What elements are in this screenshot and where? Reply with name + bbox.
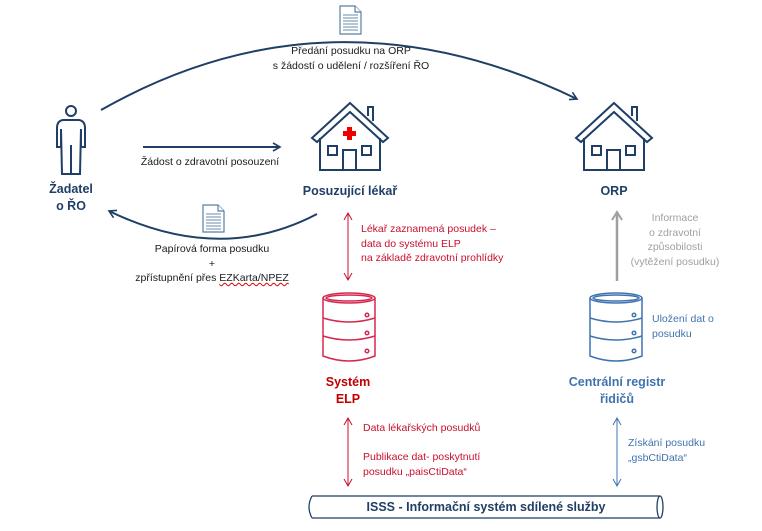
database-icon: [322, 292, 376, 362]
house-icon: [574, 101, 654, 171]
publish-data-label: Data lékařských posudků: [363, 422, 481, 434]
document-icon: [339, 5, 362, 35]
house-medical-icon: [310, 101, 390, 171]
obtain-label: Získání posudku„gsbCtiData“: [628, 437, 706, 464]
ezkarta-link: EZKarta/NPEZ: [219, 272, 289, 284]
paper-label: Papírová forma posudku+ zpřístupnění pře…: [135, 243, 289, 284]
database-icon: [589, 292, 643, 362]
paper-arrow: [107, 209, 318, 240]
request-label: Žádost o zdravotní posouzení: [140, 156, 280, 168]
record-label: Lékař zaznamená posudek –data do systému…: [361, 223, 504, 264]
doctor-label: Posuzující lékař: [302, 184, 398, 198]
isss-pipe: [308, 495, 664, 519]
person-icon: [56, 105, 86, 175]
orp-label: ORP: [600, 184, 628, 198]
red-cross-icon: [343, 127, 356, 140]
isss-label: ISSS - Informační systém sdílené služby: [366, 500, 606, 514]
document-icon: [202, 204, 225, 233]
handover-arrow: [100, 41, 579, 111]
